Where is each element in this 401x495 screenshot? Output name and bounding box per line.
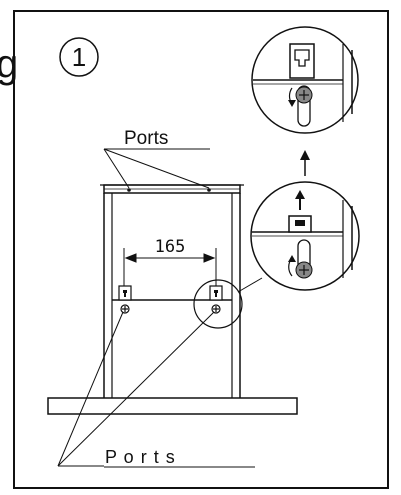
magnify-leader	[237, 277, 263, 293]
top-ports	[127, 188, 211, 192]
arrow-up-icon	[300, 150, 310, 176]
ports-label-bottom: P o r t s	[105, 447, 176, 467]
dimension-label: 165	[155, 237, 186, 257]
detail-bottom	[250, 181, 360, 291]
rail-bracket-left	[118, 285, 132, 314]
step-number-badge: 1	[59, 37, 99, 77]
ports-leader-lines-bottom	[57, 311, 215, 467]
rail-bracket-right	[209, 285, 223, 314]
ports-leader-lines-top	[103, 148, 210, 189]
diagram-frame	[13, 10, 389, 489]
detail-top	[251, 26, 359, 134]
ports-label-top: Ports	[124, 128, 168, 149]
dimension-line	[123, 248, 217, 292]
edge-glyph: g	[0, 42, 18, 86]
step-number: 1	[72, 42, 86, 72]
magnify-circle	[193, 279, 243, 329]
